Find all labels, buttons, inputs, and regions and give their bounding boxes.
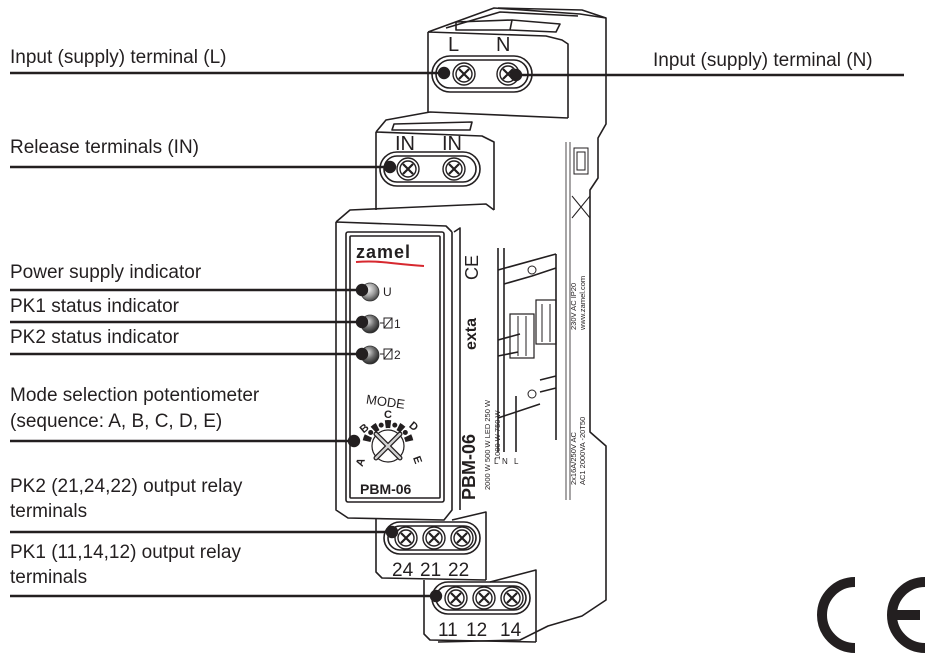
label-mode-line2: (sequence: A, B, C, D, E)	[10, 411, 223, 432]
dial-segment	[392, 422, 398, 428]
screw-l	[452, 62, 476, 86]
dial-segment	[404, 434, 414, 442]
mode-pos-a: A	[354, 457, 368, 469]
screw-21	[422, 526, 446, 550]
wiring-label-l2: L	[514, 457, 519, 466]
terminal-label-in-2: IN	[442, 133, 462, 155]
brand-underline	[355, 260, 425, 267]
screw-22	[450, 526, 474, 550]
front-model-label: PBM-06	[360, 481, 412, 497]
wiring-label-l: L	[494, 457, 499, 466]
mode-dial[interactable]	[362, 420, 414, 463]
top-housing	[427, 7, 607, 118]
screw-14	[500, 586, 524, 610]
dial-segment	[396, 423, 406, 433]
front-panel	[345, 231, 445, 503]
mode-pos-c: C	[384, 409, 392, 421]
callout-lines	[10, 66, 904, 603]
terminal-label-22: 22	[448, 560, 469, 581]
brand-logo: zamel	[356, 242, 411, 262]
terminal-label-24: 24	[392, 560, 414, 581]
dial-segment	[368, 430, 374, 435]
indicator-label-2: 2	[394, 348, 401, 362]
side-model-label: PBM-06	[459, 434, 479, 500]
terminal-label-l: L	[448, 34, 459, 56]
pk2-terminal-housing	[375, 511, 487, 581]
side-ratings-1: 2000 W 500 W LED 250 W	[483, 399, 492, 490]
relay-coil-icon	[380, 317, 393, 329]
screw-24	[394, 526, 418, 550]
label-pk2-relay-line1: PK2 (21,24,22) output relay	[10, 476, 243, 497]
side-specs-4: AC1 2000VA -20T50	[578, 417, 587, 485]
relay-coil-icon	[380, 348, 393, 360]
dial-segment	[378, 422, 384, 428]
screw-in-2	[442, 157, 466, 181]
front-housing	[335, 203, 495, 521]
dial-segment	[370, 423, 380, 433]
disposal-bin-icon	[571, 147, 591, 219]
label-pk2-indicator: PK2 status indicator	[10, 327, 179, 348]
wiring-label-n: N	[502, 457, 508, 466]
terminal-label-12: 12	[466, 620, 487, 641]
label-pk1-relay-line1: PK1 (11,14,12) output relay	[10, 542, 241, 563]
side-ce-mark: CE	[462, 255, 482, 280]
side-specs-2: www.zamel.com	[578, 276, 587, 331]
side-specs-3: 2x16A/250V AC	[569, 431, 578, 485]
terminal-strip-in	[379, 151, 481, 187]
mode-pos-d: D	[406, 420, 420, 434]
label-mode-line1: Mode selection potentiometer	[10, 385, 260, 406]
label-input-l: Input (supply) terminal (L)	[10, 47, 227, 68]
mode-title: MODE	[365, 392, 406, 412]
terminal-strip-pk2	[383, 521, 481, 555]
pk1-terminal-housing	[423, 569, 537, 643]
indicator-label-u: U	[383, 285, 392, 299]
wiring-schematic	[497, 248, 557, 452]
side-brand-label: exta	[463, 318, 480, 350]
terminal-label-14: 14	[500, 620, 522, 641]
label-power-indicator: Power supply indicator	[10, 262, 202, 283]
dial-segment	[384, 420, 392, 429]
screw-in-1	[396, 157, 420, 181]
label-input-n: Input (supply) terminal (N)	[653, 50, 873, 71]
terminal-label-11: 11	[438, 620, 458, 641]
terminal-label-in-1: IN	[395, 133, 415, 155]
screw-12	[472, 586, 496, 610]
dial-segment	[362, 434, 372, 442]
indicator-label-1: 1	[394, 317, 401, 331]
mid-housing	[375, 111, 569, 210]
label-release: Release terminals (IN)	[10, 137, 199, 158]
mode-pos-e: E	[410, 455, 424, 466]
dial-segment	[402, 430, 408, 435]
terminal-label-n: N	[496, 34, 510, 56]
ce-mark	[817, 577, 926, 653]
device-body-outline	[437, 7, 607, 643]
label-pk1-indicator: PK1 status indicator	[10, 296, 179, 317]
label-pk2-relay-line2: terminals	[10, 501, 88, 522]
label-pk1-relay-line2: terminals	[10, 567, 88, 588]
terminal-label-21: 21	[420, 560, 441, 581]
screw-11	[444, 586, 468, 610]
side-specs-1: 230V AC IP20	[569, 283, 578, 330]
